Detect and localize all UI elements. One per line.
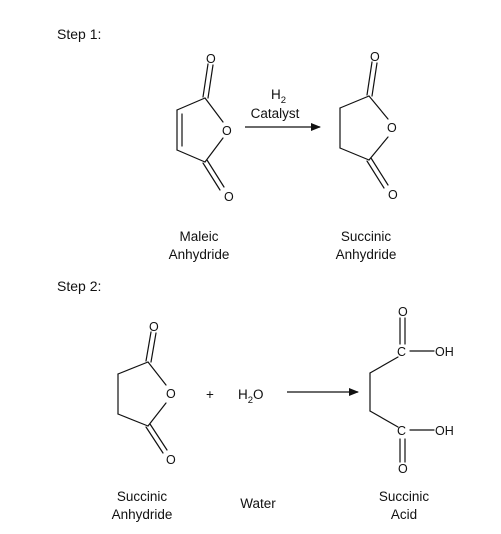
oxygen-atom: O (398, 305, 408, 319)
oxygen-atom: O (222, 124, 232, 138)
oxygen-atom: O (388, 188, 398, 202)
hydroxyl-group: OH (435, 424, 454, 438)
succinic-anhydride-reactant-label-line1: Succinic (117, 489, 168, 504)
hydroxyl-group: OH (435, 345, 454, 359)
succinic-anhydride-reactant-label-line2: Anhydride (112, 507, 173, 522)
succinic-anhydride-label-line1: Succinic (341, 229, 392, 244)
succinic-acid-label-line2: Acid (391, 507, 417, 522)
maleic-anhydride-structure: O O O (176, 52, 234, 204)
water-formula: H2O (238, 387, 264, 406)
water-oxygen: O (253, 387, 264, 402)
water-label: Water (240, 496, 276, 511)
hydrogenation-conditions: H2 Catalyst (251, 87, 300, 121)
svg-text:H2: H2 (271, 87, 286, 106)
oxygen-atom: O (398, 462, 408, 476)
step-1-heading: Step 1: (57, 26, 101, 42)
oxygen-atom: O (166, 387, 176, 401)
succinic-anhydride-reactant-structure: O O O (117, 320, 176, 467)
succinic-acid-label-line1: Succinic (379, 489, 430, 504)
oxygen-atom: O (224, 190, 234, 204)
oxygen-atom: O (387, 121, 397, 135)
hydrogen-subscript: 2 (281, 95, 286, 106)
succinic-anhydride-product-structure: O O O (339, 50, 398, 202)
oxygen-atom: O (166, 453, 176, 467)
catalyst-label: Catalyst (251, 106, 300, 121)
oxygen-atom: O (370, 50, 380, 64)
oxygen-atom: O (206, 52, 216, 66)
oxygen-atom: O (149, 320, 159, 334)
maleic-anhydride-label-line2: Anhydride (169, 247, 230, 262)
water-subscript: 2 (248, 395, 253, 406)
carbon-atom: C (397, 345, 406, 359)
hydrogen-symbol: H (271, 87, 281, 102)
carbon-atom: C (397, 424, 406, 438)
succinic-acid-structure: O C OH C OH O (369, 305, 454, 476)
plus-sign: + (206, 387, 214, 402)
succinic-anhydride-label-line2: Anhydride (336, 247, 397, 262)
water-hydrogen: H (238, 387, 248, 402)
maleic-anhydride-label-line1: Maleic (179, 229, 218, 244)
step-2-heading: Step 2: (57, 278, 101, 294)
